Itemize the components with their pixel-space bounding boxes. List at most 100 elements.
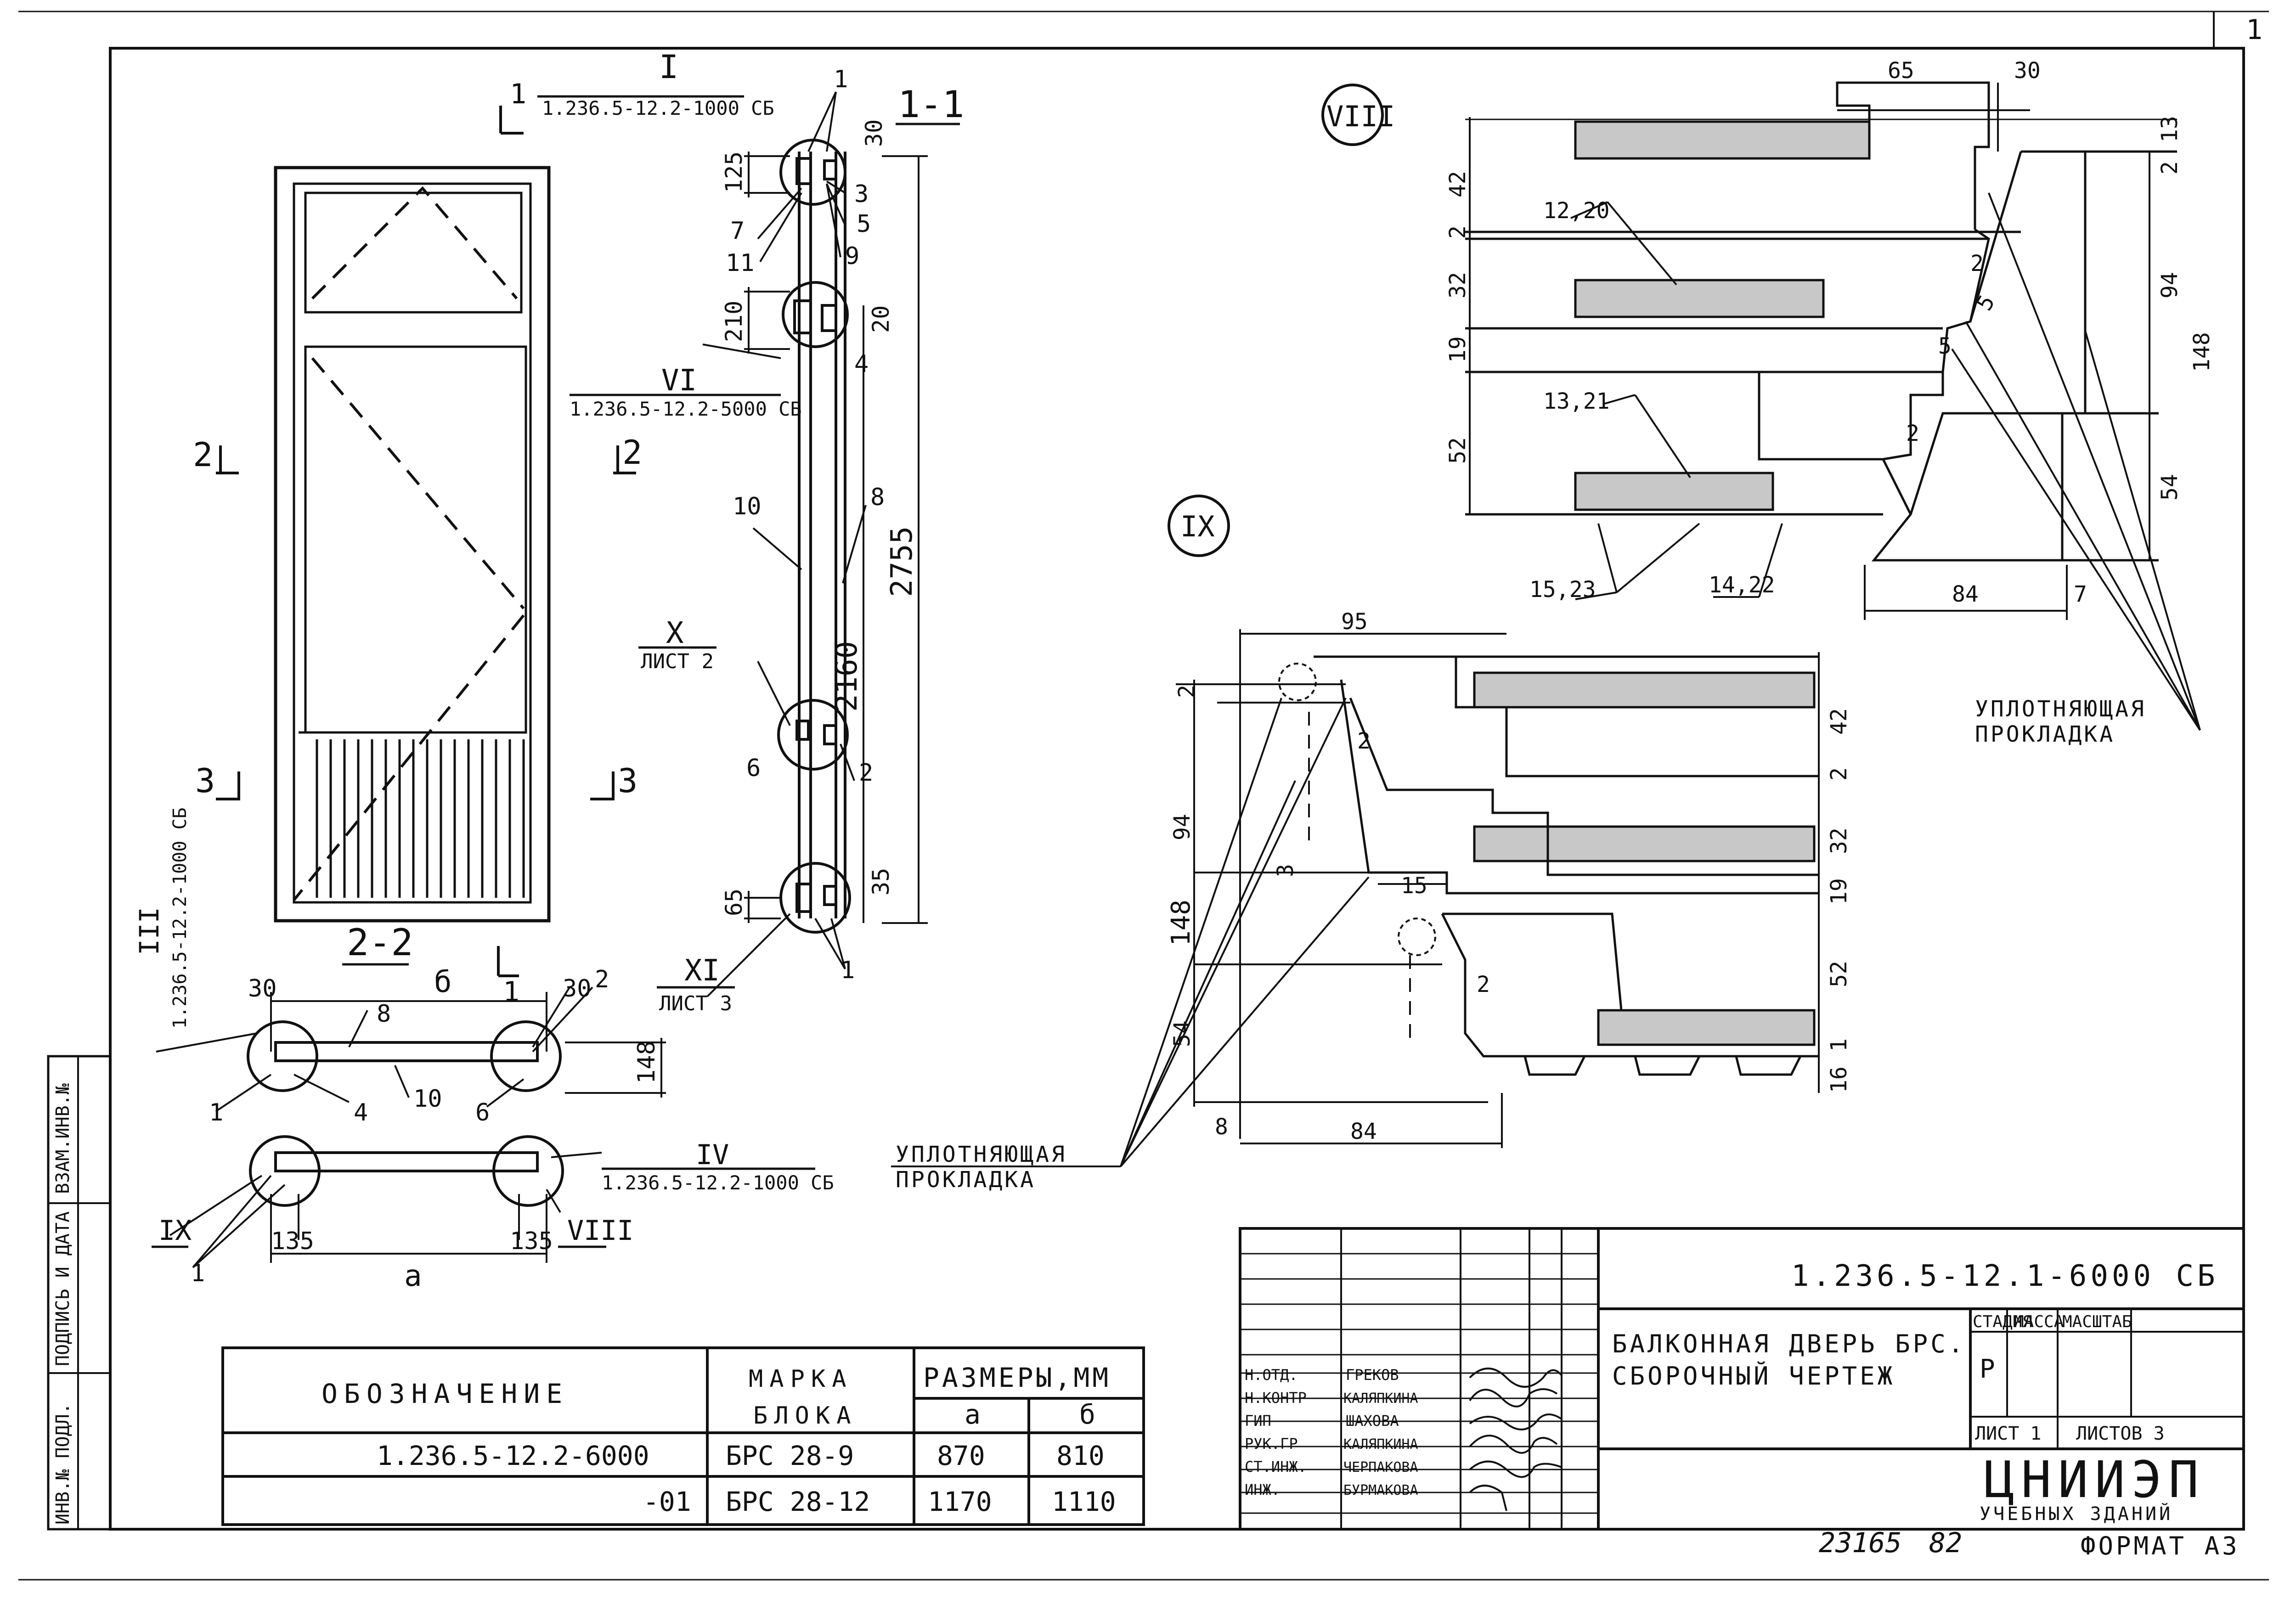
svg-text:РУК.ГР: РУК.ГР	[1245, 1435, 1298, 1453]
svg-text:КАЛЯПКИНА: КАЛЯПКИНА	[1343, 1436, 1418, 1453]
svg-text:РАЗМЕРЫ,ММ: РАЗМЕРЫ,ММ	[923, 1362, 1111, 1393]
svg-text:84: 84	[1350, 1119, 1377, 1144]
svg-text:Р: Р	[1980, 1354, 1995, 1384]
svg-text:а: а	[404, 1259, 422, 1293]
svg-text:19: 19	[1826, 878, 1852, 905]
svg-text:УЧЕБНЫХ ЗДАНИЙ: УЧЕБНЫХ ЗДАНИЙ	[1980, 1503, 2173, 1525]
svg-text:52: 52	[1826, 961, 1852, 987]
svg-text:14,22: 14,22	[1709, 572, 1775, 598]
svg-text:15: 15	[1401, 873, 1427, 899]
ref-IV: IV	[696, 1139, 729, 1171]
plan-marks: 30 30 2 8 1 4 10 6 148 1 135 135 б а	[191, 965, 660, 1293]
mark-9: 9	[845, 242, 859, 270]
seal-label-VIII: УПЛОТНЯЮЩАЯ	[1975, 696, 2146, 722]
svg-text:210: 210	[721, 301, 747, 342]
drawing-name-2: СБОРОЧНЫЙ ЧЕРТЕЖ	[1612, 1362, 1895, 1391]
svg-text:810: 810	[1056, 1440, 1105, 1471]
org-logo: ЦНИИЭП	[1984, 1450, 2205, 1509]
svg-text:2: 2	[1970, 251, 1984, 276]
title-block-text: 1.236.5-12.1-6000 СБ БАЛКОННАЯ ДВЕРЬ БРС…	[1245, 1259, 2219, 1525]
svg-text:870: 870	[937, 1440, 985, 1471]
svg-text:6: 6	[475, 1099, 490, 1126]
ref-XI: XI	[684, 954, 720, 988]
detail-VIII-marker	[1321, 84, 1384, 146]
drawing-code: 1.236.5-12.1-6000 СБ	[1791, 1259, 2219, 1293]
cut-1-top: 1	[510, 78, 526, 110]
svg-text:ОБОЗНАЧЕНИЕ: ОБОЗНАЧЕНИЕ	[322, 1378, 569, 1409]
seal-label-VIII-2: ПРОКЛАДКА	[1975, 721, 2115, 747]
svg-text:КАЛЯПКИНА: КАЛЯПКИНА	[1343, 1391, 1418, 1407]
svg-text:3: 3	[1273, 864, 1298, 877]
cut-3-left: 3	[195, 761, 215, 800]
svg-text:35: 35	[868, 868, 894, 895]
svg-text:2: 2	[1174, 685, 1200, 698]
cut-3-right: 3	[618, 761, 637, 800]
sheet-frame	[18, 11, 2269, 1581]
elevation-opening-lines	[293, 186, 525, 901]
ref-X-sheet: ЛИСТ 2	[641, 650, 714, 673]
footer-page: 82	[1929, 1527, 1962, 1559]
svg-text:БРС 28-12: БРС 28-12	[726, 1486, 870, 1517]
svg-text:95: 95	[1341, 609, 1368, 635]
mark-8: 8	[870, 484, 885, 511]
ref-I: I	[659, 48, 678, 86]
svg-text:1.236.5-12.2-6000: 1.236.5-12.2-6000	[377, 1440, 649, 1471]
svg-text:5: 5	[1938, 333, 1952, 359]
svg-text:2: 2	[1445, 225, 1471, 239]
svg-text:5: 5	[1971, 291, 2000, 315]
svg-text:СТАДИЯ: СТАДИЯ	[1973, 1312, 2032, 1331]
svg-text:1: 1	[1826, 1038, 1852, 1052]
mark-4: 4	[854, 350, 869, 378]
svg-text:ИНЖ.: ИНЖ.	[1245, 1481, 1280, 1498]
section-1-1-profile	[702, 91, 928, 997]
plan-section	[156, 986, 666, 1268]
svg-text:10: 10	[413, 1085, 442, 1113]
svg-text:135: 135	[271, 1227, 314, 1255]
svg-text:ЧЕРПАКОВА: ЧЕРПАКОВА	[1343, 1459, 1418, 1475]
svg-text:ГРЕКОВ: ГРЕКОВ	[1346, 1366, 1399, 1384]
spec-table-text: ОБОЗНАЧЕНИЕ МАРКА БЛОКА РАЗМЕРЫ,ММ а б 1…	[322, 1362, 1116, 1517]
ref-X: X	[666, 616, 684, 650]
mark-5: 5	[857, 210, 871, 238]
svg-text:15,23: 15,23	[1529, 577, 1596, 602]
svg-text:52: 52	[1445, 437, 1471, 464]
svg-text:30: 30	[563, 975, 592, 1002]
footer-format: ФОРМАТ А3	[2081, 1532, 2240, 1560]
svg-text:МАСШТАБ: МАСШТАБ	[2062, 1312, 2132, 1331]
svg-text:ШАХОВА: ШАХОВА	[1346, 1412, 1399, 1430]
svg-text:32: 32	[1826, 828, 1852, 854]
cut-marks	[216, 106, 636, 977]
svg-text:1: 1	[191, 1260, 205, 1287]
detail-IX-dims: 95 2 94 148 54 8 84 3 15 2 2 42 2 32 19 …	[1166, 609, 1852, 1144]
elevation-hatching	[316, 739, 525, 898]
detail-VIII-dims: 65 30 42 2 32 19 52 12,20 13,21 15,23 14…	[1445, 58, 2215, 607]
svg-text:94: 94	[1169, 814, 1195, 840]
svg-text:42: 42	[1445, 171, 1471, 197]
svg-text:ГИП: ГИП	[1245, 1412, 1271, 1430]
svg-text:54: 54	[2157, 474, 2183, 501]
section-2-2-title: 2-2	[347, 921, 413, 964]
svg-text:2: 2	[2157, 161, 2183, 175]
detail-VIII-drawing	[1465, 81, 2201, 731]
svg-text:Н.ОТД.: Н.ОТД.	[1245, 1366, 1298, 1384]
svg-text:30: 30	[2014, 58, 2041, 84]
corner-number: 1	[2246, 14, 2262, 46]
svg-text:20: 20	[868, 305, 894, 333]
svg-text:8: 8	[377, 1000, 391, 1028]
ref-IV-code: 1.236.5-12.2-1000 СБ	[602, 1171, 834, 1194]
svg-text:1110: 1110	[1052, 1486, 1116, 1517]
seal-label-IX-2: ПРОКЛАДКА	[896, 1167, 1036, 1193]
svg-text:4: 4	[354, 1099, 368, 1126]
svg-text:8: 8	[1215, 1114, 1228, 1140]
cut-2-left: 2	[193, 435, 213, 474]
svg-text:30: 30	[861, 119, 887, 147]
svg-text:13,21: 13,21	[1543, 389, 1610, 414]
svg-text:94: 94	[2157, 272, 2183, 298]
svg-text:2: 2	[1477, 972, 1490, 997]
svg-text:БЛОКА: БЛОКА	[753, 1402, 857, 1430]
ref-I-code: 1.236.5-12.2-1000 СБ	[542, 97, 774, 119]
side-strip: ИНВ.№ ПОДЛ. ПОДПИСЬ И ДАТА ВЗАМ.ИНВ.№	[47, 1055, 112, 1531]
svg-text:125: 125	[721, 152, 747, 193]
svg-text:2160: 2160	[830, 641, 864, 712]
svg-text:13: 13	[2157, 116, 2183, 142]
